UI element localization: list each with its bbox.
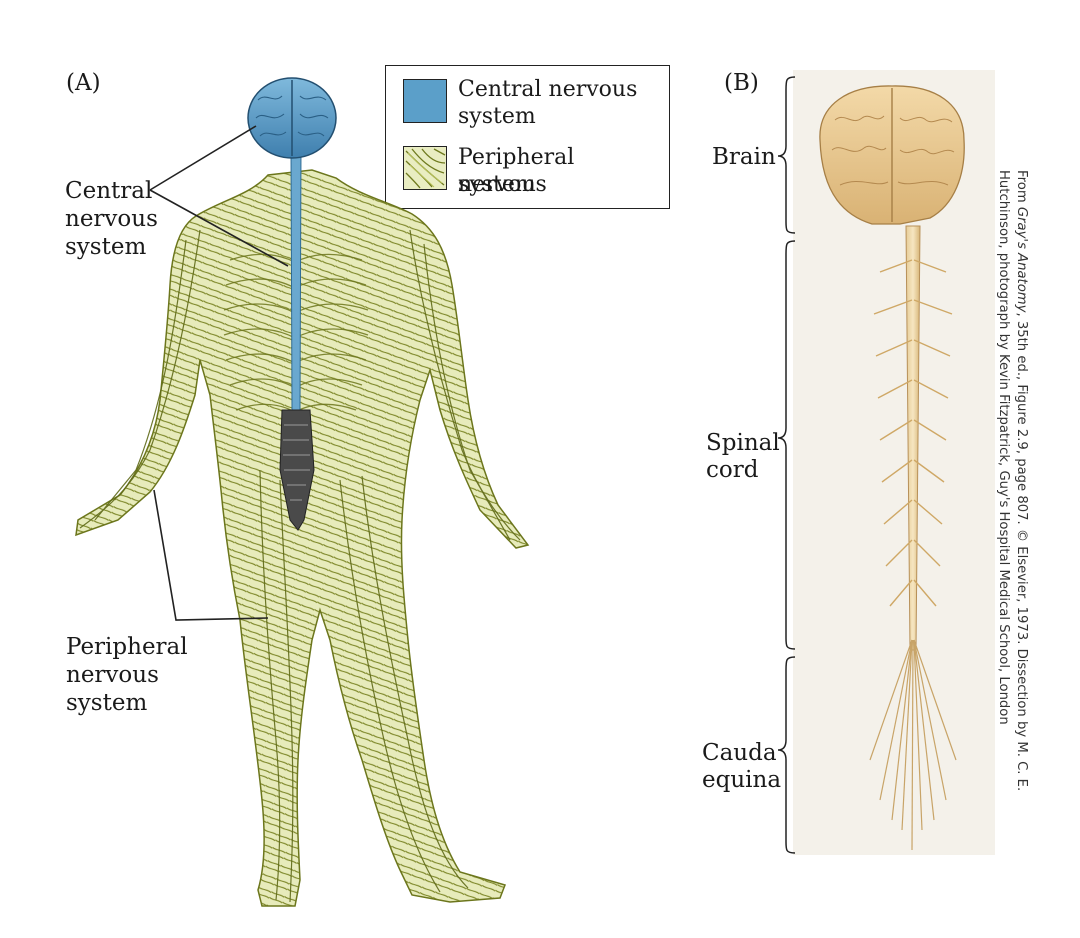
pns-swatch — [403, 146, 447, 190]
photo-credit: From Gray's Anatomy, 35th ed., Figure 2.… — [994, 170, 1030, 870]
cns-label-line3: system — [65, 234, 147, 260]
central-nervous-system-illustration — [247, 77, 337, 531]
cns-swatch — [403, 79, 447, 123]
legend-cns-line1: Central nervous — [458, 77, 638, 102]
legend: Central nervous system Peripheral nervou… — [385, 65, 670, 209]
legend-cns-line2: system — [458, 104, 536, 129]
panel-b-brackets — [777, 76, 796, 854]
spinal-cord-label-line1: Spinal — [706, 430, 780, 456]
pns-callout-bracket — [153, 489, 269, 621]
peripheral-nerve-body — [75, 169, 530, 907]
panel-a-letter: (A) — [66, 70, 101, 96]
pns-label-line3: system — [66, 690, 148, 716]
credit-line-1: From Gray's Anatomy, 35th ed., Figure 2.… — [1014, 170, 1029, 792]
pns-label-line1: Peripheral — [66, 634, 188, 660]
credit-line-2: Hutchinson, photograph by Kevin Fitzpatr… — [996, 170, 1011, 725]
cauda-equina-label-line2: equina — [702, 767, 782, 793]
legend-pns-line2: system — [458, 172, 536, 197]
cns-label-line1: Central — [65, 178, 153, 204]
brain-label: Brain — [712, 144, 776, 170]
dissection-photo — [793, 70, 995, 855]
panel-b-letter: (B) — [724, 70, 759, 96]
cns-callout-lines — [149, 125, 289, 267]
legend-pns-line1: Peripheral nervous — [458, 145, 575, 197]
cns-label-line2: nervous — [65, 206, 158, 232]
spinal-cord-label-line2: cord — [706, 457, 759, 483]
cauda-equina-label-line1: Cauda — [702, 740, 777, 766]
pns-label-line2: nervous — [66, 662, 159, 688]
